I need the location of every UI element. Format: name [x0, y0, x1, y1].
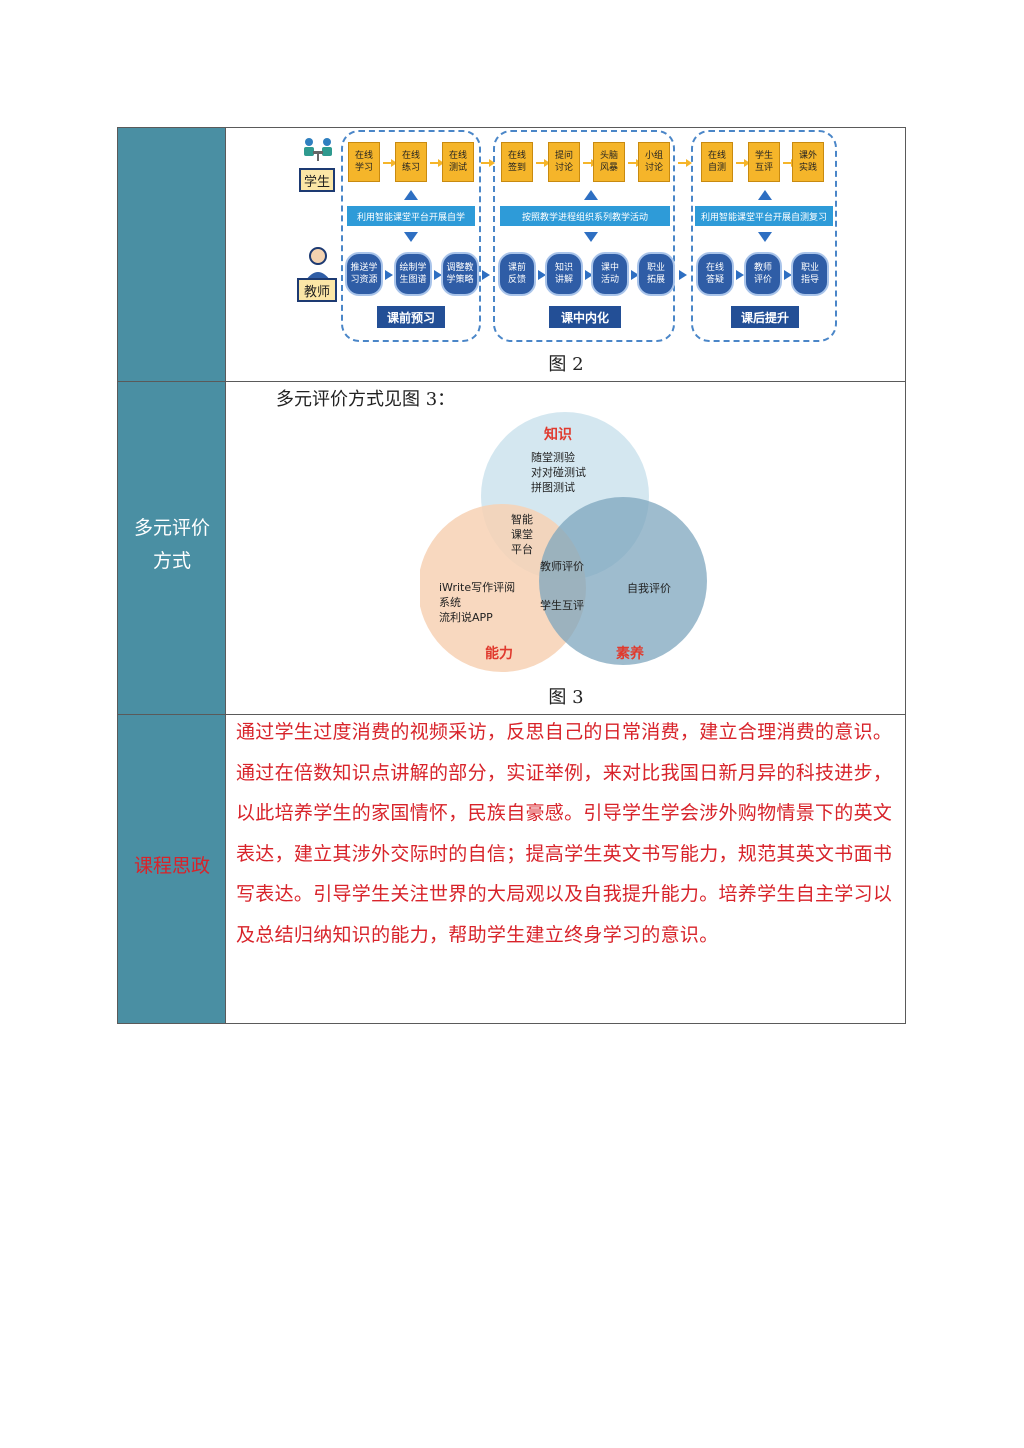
teacher-icon: [306, 247, 330, 280]
flow-arrow: [385, 270, 393, 280]
flow-teacher-box: 课前 反馈: [498, 252, 536, 296]
flow-arrow: [678, 159, 692, 167]
flow-arrow: [583, 159, 597, 167]
flow-teacher-box: 在线 答疑: [696, 252, 734, 296]
eval-label-line1: 多元评价: [133, 517, 210, 539]
course-table: 多元评价 方式 课程思政: [117, 127, 906, 1024]
flow-arrow: [482, 270, 490, 280]
label-column: [118, 128, 226, 1023]
flow-student-box: 在线 学习: [348, 142, 380, 182]
student-role-label: 学生: [299, 168, 335, 192]
venn-circles: [420, 412, 707, 672]
flow-arrow: [628, 159, 642, 167]
flow-teacher-box: 职业 拓展: [637, 252, 675, 296]
flow-student-box: 在线 测试: [442, 142, 474, 182]
venn-ability-items: iWrite写作评阅 系统 流利说APP: [439, 581, 516, 624]
ideology-paragraph: 通过学生过度消费的视频采访，反思自己的日常消费，建立合理消费的意识。通过在倍数知…: [236, 721, 893, 946]
flow-student-box: 提问 讨论: [548, 142, 580, 182]
flow-arrow: [538, 270, 546, 280]
flow-student-box: 在线 练习: [395, 142, 427, 182]
flow-teacher-box: 绘制学 生图谱: [394, 252, 432, 296]
flow-teacher-box: 教师 评价: [744, 252, 782, 296]
phase-label: 课后提升: [731, 306, 799, 328]
venn-center-peer: 学生互评: [540, 599, 584, 612]
flow-bar: 利用智能课堂平台开展自测复习: [695, 206, 833, 226]
student-icon: [304, 138, 332, 161]
eval-intro-text: 多元评价方式见图 3：: [276, 389, 456, 410]
flow-student-box: 课外 实践: [792, 142, 824, 182]
venn-circle-literacy: [539, 497, 707, 665]
flow-teacher-box: 调整教 学策略: [441, 252, 479, 296]
figure-2-caption: 图 2: [548, 354, 584, 375]
figure-3-caption: 图 3: [548, 687, 584, 708]
flow-bar: 按照教学进程组织系列教学活动: [500, 206, 670, 226]
phase-group-in: [493, 130, 675, 342]
evaluation-venn-diagram: 知识 随堂测验 对对碰测试 拼图测试 智能 课堂 平台 教师评价 iWrite写…: [420, 410, 720, 675]
flow-arrow-down: [584, 232, 598, 242]
row-divider: [118, 714, 905, 715]
flow-arrow: [736, 270, 744, 280]
phase-group-post: [691, 130, 837, 342]
ideology-row-label: 课程思政: [133, 855, 210, 877]
flow-arrow-up: [758, 190, 772, 200]
flow-arrow-down: [404, 232, 418, 242]
flow-arrow-down: [758, 232, 772, 242]
phase-label: 课前预习: [377, 306, 445, 328]
flow-teacher-box: 推送学 习资源: [345, 252, 383, 296]
teacher-role-label: 教师: [297, 278, 337, 302]
venn-circle-ability: [420, 504, 586, 672]
flow-bar: 利用智能课堂平台开展自学: [347, 206, 475, 226]
flow-arrow: [430, 159, 444, 167]
flow-arrow: [536, 159, 550, 167]
flow-teacher-box: 知识 讲解: [545, 252, 583, 296]
flow-arrow: [585, 270, 593, 280]
venn-center-teacher: 教师评价: [540, 560, 584, 573]
phase-label: 课中内化: [549, 306, 621, 328]
venn-ability-title: 能力: [485, 646, 513, 662]
eval-label-line2: 方式: [152, 550, 191, 572]
flow-arrow: [383, 159, 397, 167]
flow-arrow: [784, 270, 792, 280]
phase-group-pre: [341, 130, 481, 342]
flow-arrow: [481, 159, 495, 167]
row-divider: [118, 381, 905, 382]
venn-center-platform: 智能 课堂 平台: [511, 513, 533, 556]
venn-knowledge-title: 知识: [544, 427, 572, 443]
venn-literacy-items: 自我评价: [627, 582, 671, 595]
venn-literacy-title: 素养: [616, 646, 644, 662]
flow-arrow-up: [404, 190, 418, 200]
flow-teacher-box: 职业 指导: [791, 252, 829, 296]
flow-arrow: [736, 159, 750, 167]
flow-teacher-box: 课中 活动: [591, 252, 629, 296]
eval-row-label: 多元评价 方式: [118, 512, 226, 578]
flow-arrow-up: [584, 190, 598, 200]
flow-student-box: 头脑 风暴: [593, 142, 625, 182]
flow-arrow: [631, 270, 639, 280]
teaching-flow-diagram: 学生 教师 在线 学习 在线 练习 在线 测试 在线 签到 提问 讨论 头脑 风…: [295, 128, 840, 346]
flow-student-box: 在线 签到: [501, 142, 533, 182]
flow-arrow: [434, 270, 442, 280]
flow-student-box: 学生 互评: [748, 142, 780, 182]
flow-student-box: 在线 自测: [701, 142, 733, 182]
flow-student-box: 小组 讨论: [638, 142, 670, 182]
venn-knowledge-items: 随堂测验 对对碰测试 拼图测试: [531, 451, 586, 494]
flow-arrow: [679, 270, 687, 280]
